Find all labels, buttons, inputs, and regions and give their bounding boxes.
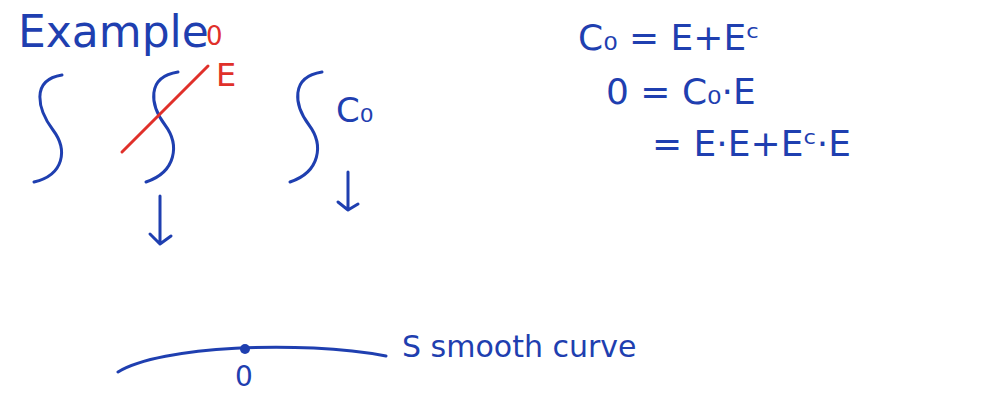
fiber-curve xyxy=(34,75,62,182)
equation: = E·E+Eᶜ·E xyxy=(652,124,851,164)
curve-label: E xyxy=(216,58,236,93)
base-point xyxy=(240,344,250,354)
fiber-label: C₀ xyxy=(336,92,373,129)
curve-label: S smooth curve xyxy=(402,330,637,363)
equation: C₀ = E+Eᶜ xyxy=(578,18,760,58)
exceptional-curve xyxy=(122,66,208,152)
point-label: 0 xyxy=(235,362,253,393)
equation: 0 = C₀·E xyxy=(606,72,756,112)
fiber-curve xyxy=(290,72,322,182)
map-arrow xyxy=(150,196,171,244)
map-arrow xyxy=(338,172,358,210)
heading: Example xyxy=(18,8,209,56)
self-intersection-number: 0 xyxy=(206,22,223,51)
fiber-curve xyxy=(146,72,178,182)
